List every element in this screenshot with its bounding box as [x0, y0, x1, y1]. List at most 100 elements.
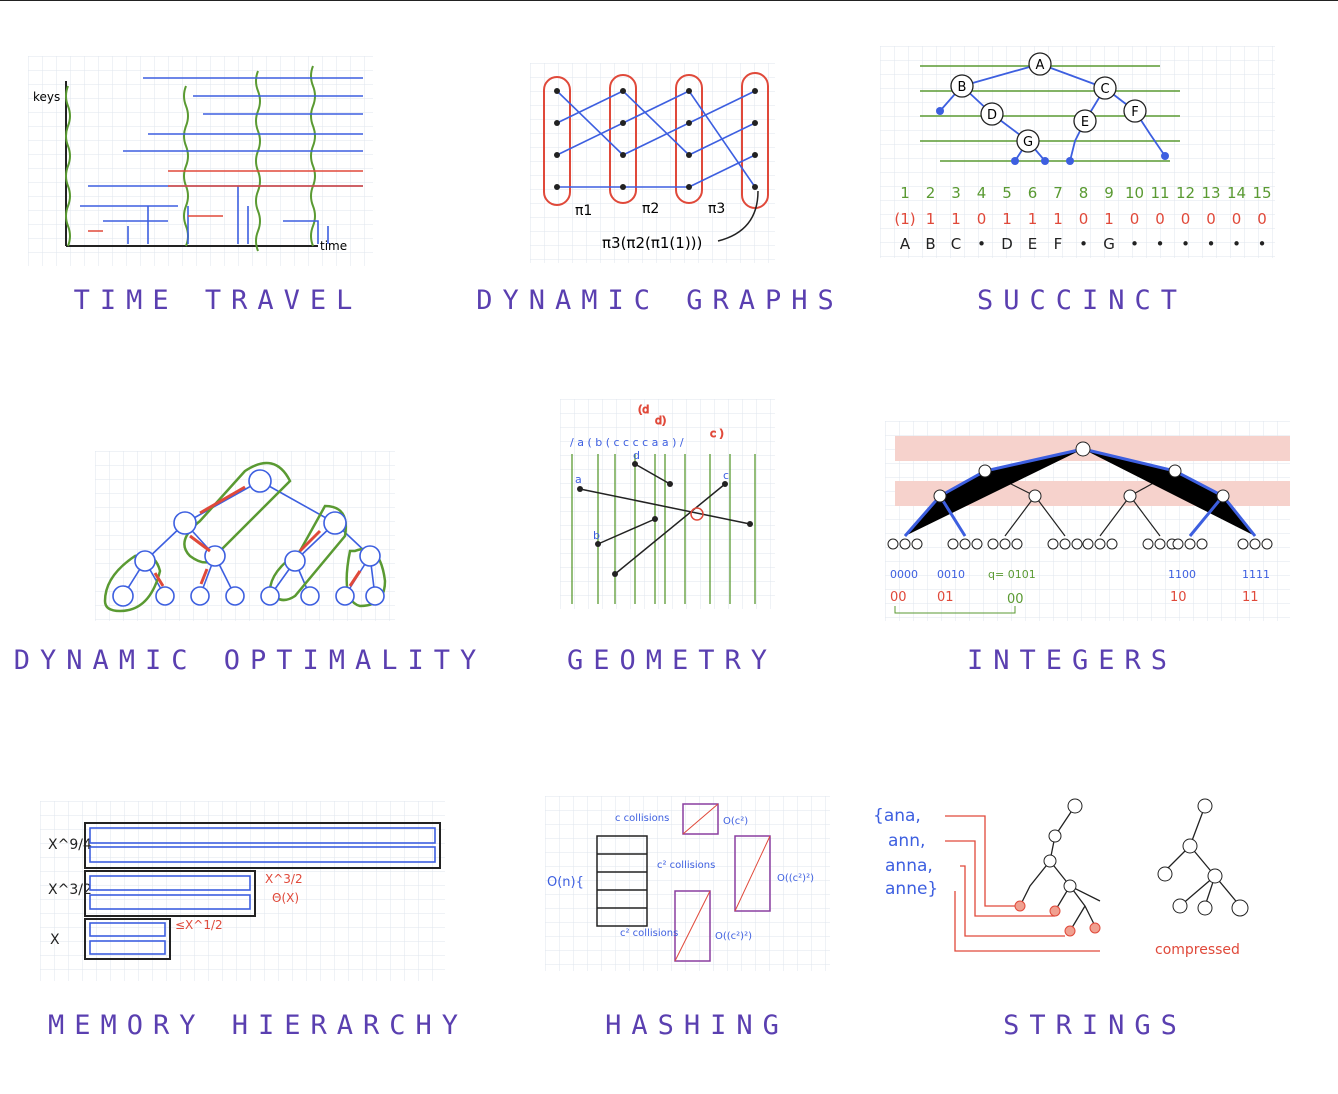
leaf-node — [947, 538, 959, 550]
svg-text:O(c²): O(c²) — [723, 816, 748, 827]
svg-text:π3: π3 — [708, 201, 725, 217]
leaf-node — [1154, 538, 1166, 550]
topic-title[interactable]: DYNAMIC OPTIMALITY — [13, 645, 487, 676]
succinct-bits-cell: 1 — [1104, 210, 1114, 228]
svg-text:X^9/4: X^9/4 — [48, 837, 92, 853]
leaf-node — [1184, 538, 1196, 550]
svg-text:11: 11 — [1242, 590, 1259, 605]
succinct-letters-cell: • — [1156, 235, 1165, 253]
svg-text:F: F — [1131, 105, 1138, 120]
svg-text:anna,: anna, — [885, 856, 933, 876]
leaf-node — [1047, 538, 1059, 550]
succinct-bits-cell: (1) — [894, 210, 915, 228]
leaf-node — [1261, 538, 1273, 550]
svg-text:00: 00 — [1007, 592, 1024, 607]
topic-dynamic-optimality[interactable] — [95, 451, 395, 621]
succinct-indices-cell: 15 — [1252, 184, 1271, 202]
svg-text:c: c — [723, 469, 729, 482]
succinct-bits-cell: 0 — [1206, 210, 1216, 228]
svg-text:1111: 1111 — [1242, 568, 1270, 581]
succinct-bits-cell: 0 — [1130, 210, 1140, 228]
succinct-indices-cell: 13 — [1201, 184, 1220, 202]
leaf-node — [999, 538, 1011, 550]
succinct-letters-cell: • — [1181, 235, 1190, 253]
succinct-bits-cell: 0 — [977, 210, 987, 228]
succinct-letters-cell: • — [1130, 235, 1139, 253]
leaf-node — [1196, 538, 1208, 550]
svg-text:c² collisions: c² collisions — [657, 860, 715, 871]
svg-text:π3(π2(π1(1))): π3(π2(π1(1))) — [602, 234, 702, 252]
svg-text:0010: 0010 — [937, 568, 965, 581]
strings-sketch: {ana, ann, anna, anne} compressed — [873, 798, 1249, 958]
succinct-letters-cell: A — [900, 235, 911, 253]
succinct-indices-cell: 6 — [1028, 184, 1038, 202]
geometry-sketch: (dd)c ) / a ( b ( c c c c a a ) / a b c … — [560, 399, 775, 609]
svg-text:D: D — [987, 108, 997, 123]
leaf-node — [987, 538, 999, 550]
succinct-letters-cell: • — [1258, 235, 1267, 253]
succinct-letters-cell: • — [1207, 235, 1216, 253]
succinct-letters-cell: G — [1103, 235, 1115, 253]
succinct-letters-cell: B — [925, 235, 935, 253]
succinct-bits-cell: 1 — [1028, 210, 1038, 228]
svg-text:≤X^1/2: ≤X^1/2 — [175, 918, 223, 932]
leaf-node — [1094, 538, 1106, 550]
succinct-letters-cell: D — [1001, 235, 1013, 253]
leaf-node — [1142, 538, 1154, 550]
topic-title[interactable]: INTEGERS — [966, 645, 1178, 676]
leaf-node — [1011, 538, 1023, 550]
topic-title[interactable]: SUCCINCT — [976, 285, 1188, 316]
topic-title[interactable]: GEOMETRY — [566, 645, 778, 676]
svg-text:c² collisions: c² collisions — [620, 928, 678, 939]
succinct-bits-cell: 0 — [1232, 210, 1242, 228]
topic-hashing[interactable]: O(n){ O(c²) O((c²)²) O((c²)²) c collisio… — [545, 796, 830, 971]
topic-title[interactable]: MEMORY HIERARCHY — [47, 1010, 469, 1041]
succinct-indices-cell: 14 — [1227, 184, 1246, 202]
topic-strings[interactable]: {ana, ann, anna, anne} compressed — [870, 796, 1260, 971]
dynamic-graphs-sketch: π1 π2 π3 π3(π2(π1(1))) — [530, 63, 775, 263]
topic-memory-hierarchy[interactable]: X^9/4 X^3/2 X X^3/2 Θ(X) ≤X^1/2 — [40, 801, 445, 981]
svg-text:E: E — [1081, 115, 1089, 130]
succinct-indices-cell: 4 — [977, 184, 987, 202]
svg-text:/ a ( b ( c c c c a a ): / a ( b ( c c c c a a ) / — [570, 436, 684, 449]
succinct-indices-cell: 10 — [1125, 184, 1144, 202]
svg-text:O((c²)²): O((c²)²) — [777, 873, 814, 884]
dynamic-optimality-sketch — [95, 451, 395, 621]
leaf-node — [1172, 538, 1184, 550]
topic-title[interactable]: TIME TRAVEL — [73, 285, 363, 316]
topic-title[interactable]: STRINGS — [1003, 1010, 1187, 1041]
svg-text:A: A — [1036, 58, 1045, 73]
svg-text:O(n){: O(n){ — [547, 875, 584, 890]
succinct-indices-cell: 2 — [926, 184, 936, 202]
topic-integers[interactable]: 0000 0010 q= 0101 1100 1111 00 01 00 10 … — [885, 421, 1290, 621]
svg-text:a: a — [575, 473, 582, 486]
succinct-bits-cell: 0 — [1079, 210, 1089, 228]
topic-time-travel[interactable]: keys time — [28, 56, 373, 266]
leaf-node — [911, 538, 923, 550]
svg-text:X^3/2: X^3/2 — [265, 872, 303, 886]
topic-dynamic-graphs[interactable]: π1 π2 π3 π3(π2(π1(1))) — [530, 63, 775, 263]
svg-text:c collisions: c collisions — [615, 813, 669, 824]
leaf-node — [971, 538, 983, 550]
topic-title[interactable]: DYNAMIC GRAPHS — [476, 285, 844, 316]
svg-text:compressed: compressed — [1155, 942, 1240, 958]
leaf-node — [1082, 538, 1094, 550]
succinct-bits-cell: 0 — [1257, 210, 1267, 228]
svg-text:0000: 0000 — [890, 568, 918, 581]
svg-text:keys: keys — [33, 90, 60, 104]
svg-text:B: B — [958, 80, 967, 95]
svg-text:q= 0101: q= 0101 — [988, 568, 1036, 581]
svg-text:G: G — [1023, 135, 1033, 150]
succinct-letters-cell: • — [1079, 235, 1088, 253]
svg-text:{ana,: {ana, — [873, 806, 921, 826]
svg-text:d: d — [633, 449, 640, 462]
time-travel-sketch: keys time — [28, 56, 373, 266]
succinct-letters-cell: E — [1028, 235, 1037, 253]
leaf-node — [1106, 538, 1118, 550]
svg-text:00: 00 — [890, 590, 907, 605]
topic-title[interactable]: HASHING — [605, 1010, 789, 1041]
succinct-letters-cell: • — [977, 235, 986, 253]
succinct-bits-cell: 0 — [1155, 210, 1165, 228]
